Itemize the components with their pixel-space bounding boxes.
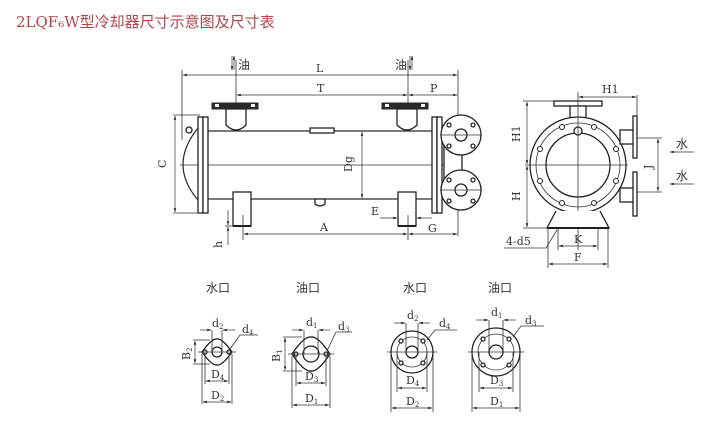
- nameplate: [309, 127, 335, 134]
- label-D3: D: [490, 374, 499, 387]
- label-d3: d: [525, 314, 532, 327]
- svg-text:D2: D2: [211, 389, 224, 403]
- label-C: C: [156, 160, 169, 168]
- svg-text:d2: d2: [407, 309, 419, 323]
- svg-text:d4: d4: [439, 317, 451, 331]
- label-d1: d: [306, 316, 313, 329]
- oil-port-left: [211, 102, 259, 131]
- detail-water-port-oval: 水口 d2 d4 B2 D4 D2: [180, 281, 258, 404]
- water-label-in: 水: [676, 137, 688, 151]
- label-d4: d: [439, 317, 446, 330]
- svg-text:d1: d1: [306, 316, 318, 330]
- detail-oil-port-oval: 油口 d1 d3 B1 D3 D1: [270, 281, 352, 408]
- label-d2: d: [407, 309, 414, 322]
- label-d2: d: [212, 317, 219, 330]
- label-D2: D: [406, 395, 415, 408]
- label-d3: d: [338, 320, 345, 333]
- detail-caption: 油口: [296, 281, 320, 295]
- label-E: E: [371, 205, 379, 218]
- svg-text:D3: D3: [490, 374, 503, 388]
- oil-label-right: 油: [395, 58, 407, 72]
- left-end-cover: [182, 116, 209, 214]
- label-h: h: [212, 241, 225, 248]
- foot-left: [232, 191, 252, 227]
- label-F: F: [574, 251, 582, 264]
- label-H1-side: H1: [510, 125, 523, 142]
- label-G: G: [428, 222, 437, 235]
- label-D1: D: [490, 395, 499, 408]
- label-L: L: [316, 62, 324, 75]
- diagram-title: 2LQF₆W型冷却器尺寸示意图及尺寸表: [16, 13, 275, 31]
- label-H: H: [510, 191, 523, 201]
- foot-right: [397, 191, 417, 227]
- detail-caption: 水口: [206, 281, 230, 295]
- detail-caption: 油口: [488, 281, 512, 295]
- svg-text:D2: D2: [406, 395, 419, 409]
- label-D1: D: [305, 392, 314, 405]
- oil-label-left: 油: [238, 58, 250, 72]
- label-bolt-holes: 4-d5: [506, 235, 531, 248]
- bolt-leader: [504, 229, 558, 249]
- label-K: K: [574, 233, 583, 246]
- oil-port-right: [381, 102, 429, 131]
- svg-text:d3: d3: [525, 314, 537, 328]
- label-D4: D: [406, 374, 415, 387]
- label-d1: d: [491, 306, 498, 319]
- label-B1: B: [270, 354, 283, 362]
- detail-caption: 水口: [403, 281, 427, 295]
- label-H1-top: H1: [602, 83, 619, 96]
- label-B2: B: [180, 352, 193, 360]
- svg-text:D3: D3: [305, 370, 318, 384]
- water-label-out: 水: [676, 169, 688, 183]
- side-view: H1 H1 H J 水 水 K F 4-d5: [504, 83, 694, 268]
- svg-text:D4: D4: [211, 368, 225, 382]
- label-D2: D: [211, 389, 220, 402]
- label-Dg: Dg: [342, 156, 355, 172]
- svg-text:B2: B2: [180, 347, 194, 360]
- svg-text:D1: D1: [305, 392, 318, 406]
- label-T: T: [317, 82, 325, 95]
- label-D3: D: [305, 370, 314, 383]
- label-P: P: [430, 82, 438, 95]
- svg-text:d1: d1: [491, 306, 503, 320]
- svg-text:d3: d3: [338, 320, 350, 334]
- svg-text:B1: B1: [270, 349, 284, 362]
- svg-text:d4: d4: [242, 323, 254, 337]
- drain-plug: [314, 198, 326, 207]
- label-J: J: [642, 165, 655, 170]
- detail-water-port-round: 水口 d2 d4 D4 D2: [387, 281, 457, 412]
- label-d4: d: [242, 323, 249, 336]
- svg-text:d2: d2: [212, 317, 224, 331]
- svg-text:D1: D1: [490, 395, 503, 409]
- detail-oil-port-round: 油口 d1 d3 D3 D1: [468, 281, 544, 412]
- label-A: A: [319, 221, 329, 234]
- water-flanges: [440, 114, 482, 211]
- label-D4: D: [211, 368, 220, 381]
- front-view: L T P 油 油: [156, 55, 482, 248]
- right-end-cover: [431, 116, 443, 214]
- svg-text:D4: D4: [406, 374, 420, 388]
